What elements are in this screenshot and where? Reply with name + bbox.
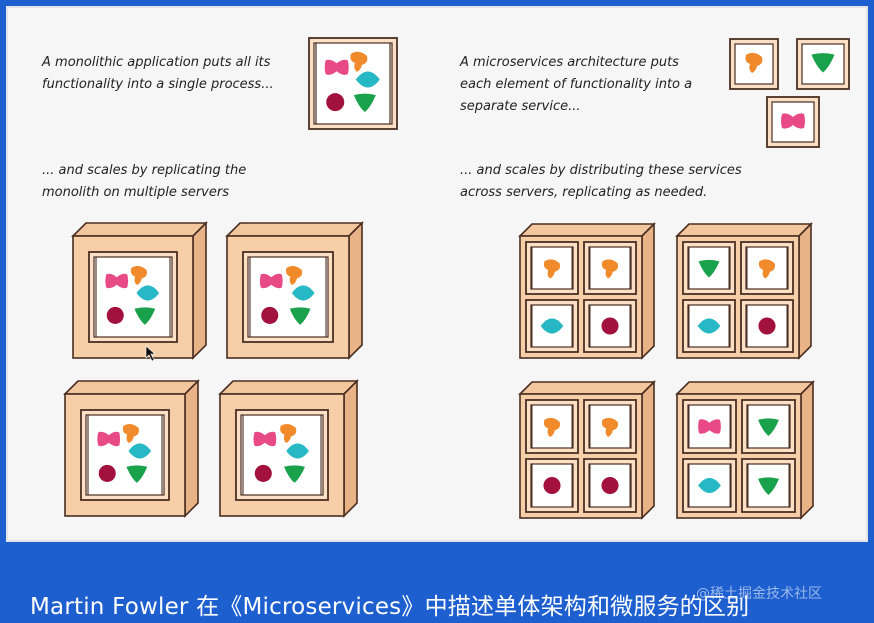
cursor-icon — [145, 345, 156, 362]
crimson-circle-icon — [758, 317, 776, 335]
monolith-intro-line1: A monolithic application puts all its — [42, 55, 271, 70]
pink-bowtie-icon — [324, 59, 349, 75]
pink-bowtie-icon — [781, 113, 805, 129]
service-card — [525, 241, 579, 295]
green-triangle-icon — [698, 259, 720, 278]
orange-blob-icon — [745, 52, 763, 73]
cyan-diamond-icon — [128, 443, 152, 459]
crimson-circle-icon — [326, 93, 345, 112]
monolith-scale-line1: ... and scales by replicating the — [42, 163, 247, 178]
orange-blob-icon — [543, 259, 561, 279]
monolith-server-process-4 — [235, 409, 329, 501]
crimson-circle-icon — [98, 464, 116, 482]
caption-bar — [0, 548, 874, 623]
crimson-circle-icon — [601, 317, 619, 335]
microservices-scale-text: ... and scales by distributing these ser… — [460, 160, 742, 204]
monolith-process — [308, 37, 398, 130]
microservices-scale-line1: ... and scales by distributing these ser… — [460, 163, 742, 178]
pink-bowtie-icon — [698, 419, 721, 434]
crimson-circle-icon — [106, 306, 124, 324]
orange-blob-icon — [130, 265, 147, 286]
service-card — [583, 399, 637, 454]
green-triangle-icon — [353, 93, 376, 113]
orange-blob-icon — [601, 417, 619, 437]
crimson-circle-icon — [601, 476, 619, 495]
cyan-diamond-icon — [697, 318, 721, 334]
cyan-diamond-icon — [355, 71, 380, 88]
crimson-circle-icon — [543, 476, 561, 495]
green-triangle-icon — [126, 465, 148, 483]
caption-text: Martin Fowler 在《Microservices》中描述单体架构和微服… — [30, 594, 750, 620]
monolith-scale-text: ... and scales by replicating the monoli… — [42, 160, 246, 204]
green-triangle-icon — [758, 418, 779, 436]
service-card — [525, 399, 579, 454]
microservices-intro-line3: separate service... — [460, 99, 581, 114]
crimson-circle-icon — [254, 464, 272, 482]
green-triangle-icon — [758, 477, 779, 495]
orange-blob-icon — [350, 51, 368, 72]
crimson-circle-icon — [261, 306, 279, 324]
microservices-intro-text: A microservices architecture puts each e… — [460, 52, 692, 118]
orange-blob-icon — [286, 265, 303, 286]
pink-bowtie-icon — [259, 273, 283, 289]
cyan-diamond-icon — [540, 318, 564, 334]
monolith-scale-line2: monolith on multiple servers — [42, 185, 229, 200]
cyan-diamond-icon — [698, 477, 721, 494]
watermark-text: @稀土掘金技术社区 — [696, 586, 822, 602]
green-triangle-icon — [134, 307, 156, 325]
monolith-server-process-2 — [242, 251, 334, 343]
microservices-scale-line2: across servers, replicating as needed. — [460, 185, 708, 200]
green-triangle-icon — [284, 465, 305, 483]
orange-blob-icon — [601, 259, 619, 279]
orange-blob-icon — [280, 423, 297, 444]
monolith-server-process-3 — [80, 409, 170, 501]
monolith-intro-line2: functionality into a single process... — [42, 77, 274, 92]
service-green — [796, 38, 850, 90]
pink-bowtie-icon — [97, 431, 121, 447]
pink-bowtie-icon — [105, 273, 129, 289]
cyan-diamond-icon — [136, 285, 160, 301]
monolith-intro-text: A monolithic application puts all its fu… — [42, 52, 274, 96]
orange-blob-icon — [758, 259, 776, 279]
orange-blob-icon — [543, 417, 561, 437]
green-triangle-icon — [289, 307, 311, 325]
architecture-diagram — [63, 37, 850, 520]
pink-bowtie-icon — [253, 431, 277, 447]
orange-blob-icon — [122, 423, 139, 444]
green-triangle-icon — [811, 53, 835, 73]
cyan-diamond-icon — [291, 285, 315, 301]
cyan-diamond-icon — [286, 443, 309, 459]
microservices-intro-line2: each element of functionality into a — [460, 77, 693, 92]
microservices-intro-line1: A microservices architecture puts — [460, 55, 679, 70]
monolith-server-process-1 — [88, 251, 178, 343]
